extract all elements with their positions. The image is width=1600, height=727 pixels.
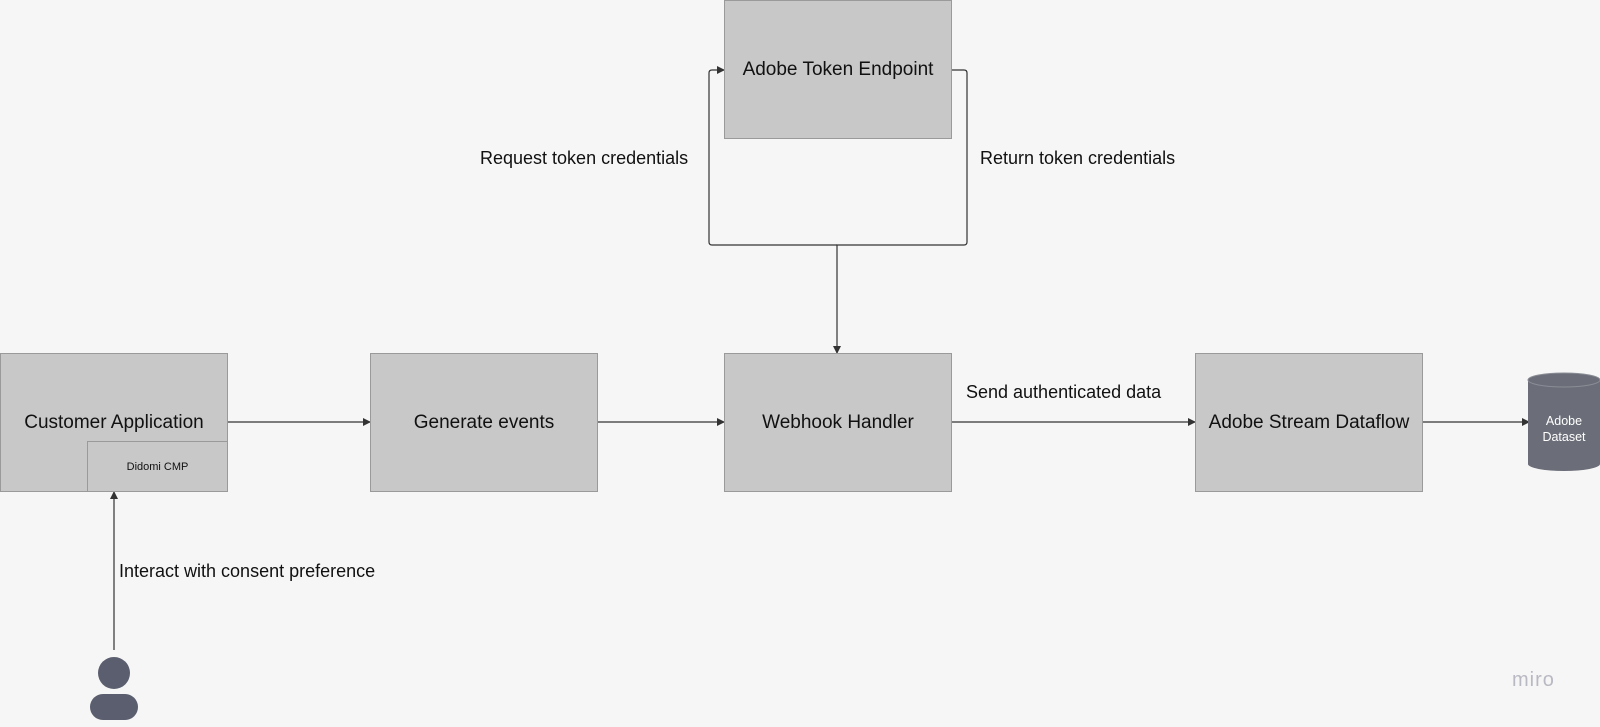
webhook-handler-label: Webhook Handler	[762, 411, 914, 433]
adobe-dataset-line1: Adobe	[1545, 414, 1583, 428]
adobe-stream-dataflow-label: Adobe Stream Dataflow	[1208, 411, 1410, 433]
user-icon[interactable]	[90, 657, 138, 720]
adobe-dataset-line2: Dataset	[1542, 430, 1586, 444]
return-token-label: Return token credentials	[980, 148, 1176, 168]
generate-events-label: Generate events	[413, 411, 555, 433]
customer-application-label: Customer Application	[24, 411, 204, 433]
return-token-connector	[833, 69, 968, 354]
adobe-stream-dataflow-node[interactable]: Adobe Stream Dataflow	[1195, 353, 1423, 492]
didomi-cmp-label: Didomi CMP	[126, 460, 189, 473]
adobe-dataset-label: Adobe Dataset	[1528, 413, 1600, 445]
adobe-token-endpoint-node[interactable]: Adobe Token Endpoint	[724, 0, 952, 139]
webhook-handler-node[interactable]: Webhook Handler	[724, 353, 952, 492]
request-token-connector	[708, 66, 837, 246]
database-cylinder-icon[interactable]	[1527, 372, 1600, 471]
adobe-token-endpoint-label: Adobe Token Endpoint	[742, 58, 934, 80]
miro-logo: miro	[1512, 669, 1555, 691]
generate-events-node[interactable]: Generate events	[370, 353, 598, 492]
send-data-label: Send authenticated data	[966, 382, 1162, 402]
didomi-cmp-node[interactable]: Didomi CMP	[87, 441, 228, 492]
interact-label: Interact with consent preference	[119, 561, 376, 581]
request-token-label: Request token credentials	[480, 148, 689, 168]
